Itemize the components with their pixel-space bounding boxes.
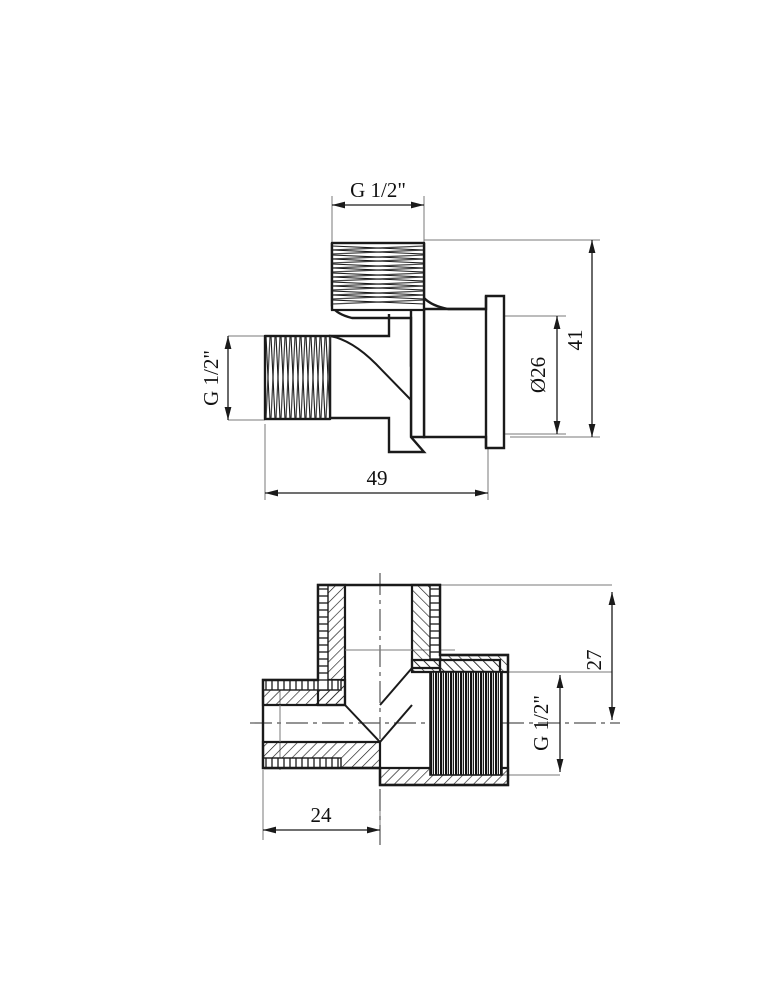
dim-label-49: 49 (367, 466, 388, 490)
left-external-thread-bottom (262, 757, 342, 769)
dim-label-27: 27 (582, 650, 606, 671)
bottom-section-view: 27 G 1/2" 24 (250, 573, 620, 845)
vertical-branch-right-fillet (422, 243, 486, 311)
bore-projection-lines (279, 649, 412, 742)
dim-left-thread: G 1/2" (199, 336, 232, 420)
dim-length-24: 24 (263, 803, 380, 834)
dim-label-24: 24 (311, 803, 333, 827)
dim-top-vertical-thread: G 1/2" (332, 178, 424, 209)
vertical-branch-thread-right (429, 584, 441, 661)
dim-label-diameter: Ø26 (526, 357, 550, 393)
dim-right-female-thread: G 1/2" (529, 675, 564, 772)
right-outlet-body (422, 294, 506, 450)
left-external-thread-top (262, 679, 342, 691)
vertical-male-thread (330, 241, 426, 312)
dim-height-27: 27 (582, 592, 616, 720)
dim-label-g-half-right: G 1/2" (529, 695, 553, 751)
right-internal-thread (429, 671, 503, 776)
dim-label-41: 41 (563, 330, 587, 351)
dim-diameter-26: Ø26 (526, 316, 561, 434)
right-socket-upper-flange (438, 653, 510, 674)
vertical-branch-thread-left (317, 584, 329, 691)
dim-label-g-half-left: G 1/2" (199, 350, 223, 406)
dim-label-g-half-top: G 1/2" (350, 178, 406, 202)
dim-length-49: 49 (265, 466, 488, 497)
body-centre-block (409, 307, 426, 439)
section-outer-silhouette (261, 583, 510, 787)
horizontal-branch-body (328, 314, 427, 454)
left-male-thread (263, 334, 332, 421)
dim-height-41: 41 (563, 240, 596, 437)
top-view: G 1/2" G 1/2" Ø26 41 49 (199, 178, 600, 500)
internal-fillet-curve (329, 335, 412, 401)
